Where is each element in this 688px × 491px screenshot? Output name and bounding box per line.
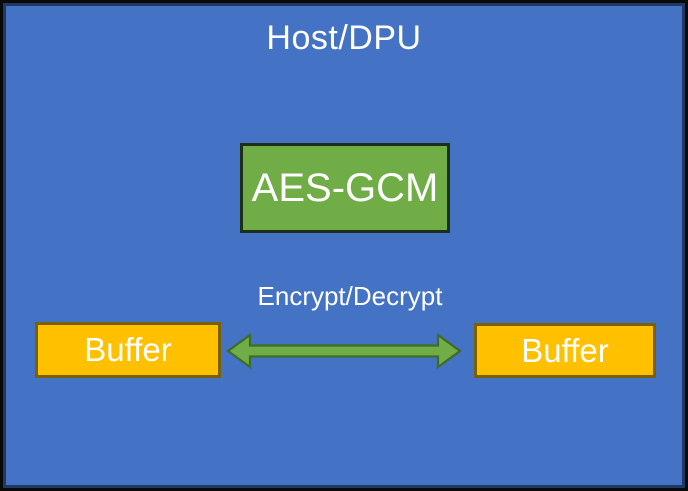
buffer-box-left: Buffer — [35, 322, 221, 378]
diagram-title: Host/DPU — [266, 19, 422, 57]
aes-gcm-label: AES-GCM — [251, 165, 439, 210]
aes-gcm-box: AES-GCM — [240, 143, 450, 233]
buffer-left-label: Buffer — [84, 331, 172, 368]
buffer-right-label: Buffer — [521, 331, 609, 369]
encrypt-decrypt-label: Encrypt/Decrypt — [257, 281, 443, 311]
double-arrow-icon — [226, 332, 462, 370]
buffer-box-right: Buffer — [474, 323, 656, 378]
